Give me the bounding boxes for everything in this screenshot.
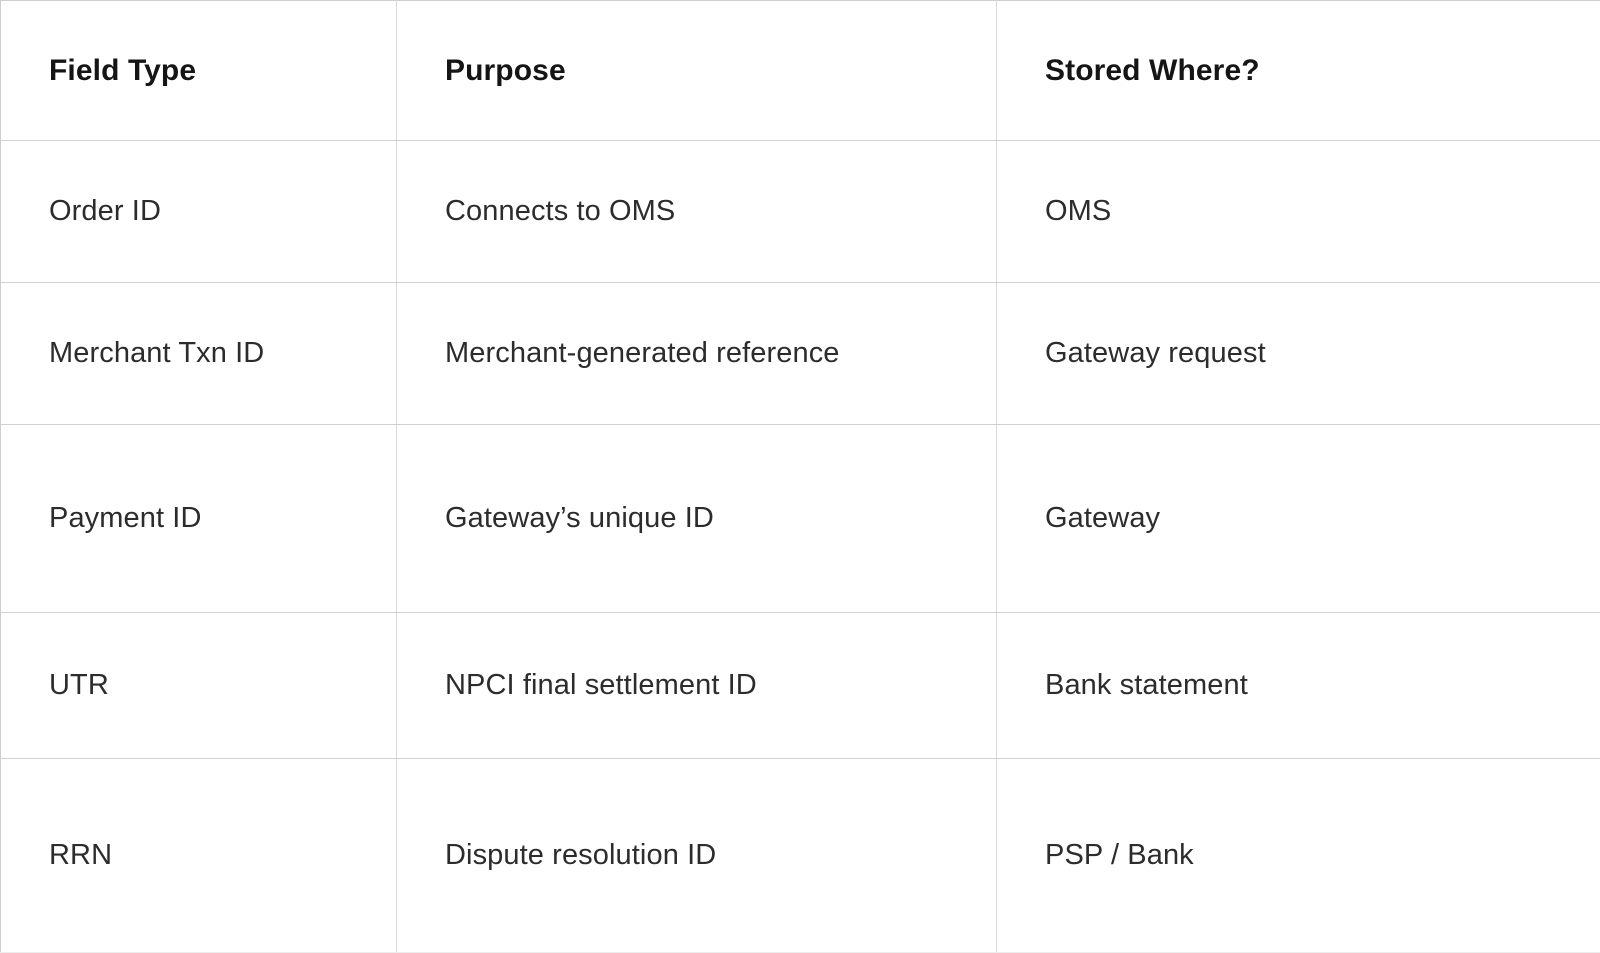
cell-field-type: Payment ID (1, 425, 397, 613)
column-header-field-type: Field Type (1, 1, 397, 141)
cell-stored-where: Gateway (997, 425, 1600, 613)
cell-stored-where: PSP / Bank (997, 759, 1600, 953)
cell-field-type: UTR (1, 613, 397, 759)
cell-stored-where: OMS (997, 141, 1600, 283)
table-header: Field Type Purpose Stored Where? (1, 1, 1600, 141)
cell-field-type: RRN (1, 759, 397, 953)
cell-purpose: NPCI final settlement ID (397, 613, 997, 759)
cell-purpose: Connects to OMS (397, 141, 997, 283)
cell-stored-where: Gateway request (997, 283, 1600, 425)
cell-stored-where: Bank statement (997, 613, 1600, 759)
table-row: UTR NPCI final settlement ID Bank statem… (1, 613, 1600, 759)
table-row: Payment ID Gateway’s unique ID Gateway (1, 425, 1600, 613)
cell-field-type: Merchant Txn ID (1, 283, 397, 425)
column-header-stored-where: Stored Where? (997, 1, 1600, 141)
table-row: Merchant Txn ID Merchant-generated refer… (1, 283, 1600, 425)
table-row: RRN Dispute resolution ID PSP / Bank (1, 759, 1600, 953)
header-row: Field Type Purpose Stored Where? (1, 1, 1600, 141)
table-row: Order ID Connects to OMS OMS (1, 141, 1600, 283)
cell-field-type: Order ID (1, 141, 397, 283)
cell-purpose: Dispute resolution ID (397, 759, 997, 953)
column-header-purpose: Purpose (397, 1, 997, 141)
cell-purpose: Merchant-generated reference (397, 283, 997, 425)
table-body: Order ID Connects to OMS OMS Merchant Tx… (1, 141, 1600, 953)
cell-purpose: Gateway’s unique ID (397, 425, 997, 613)
